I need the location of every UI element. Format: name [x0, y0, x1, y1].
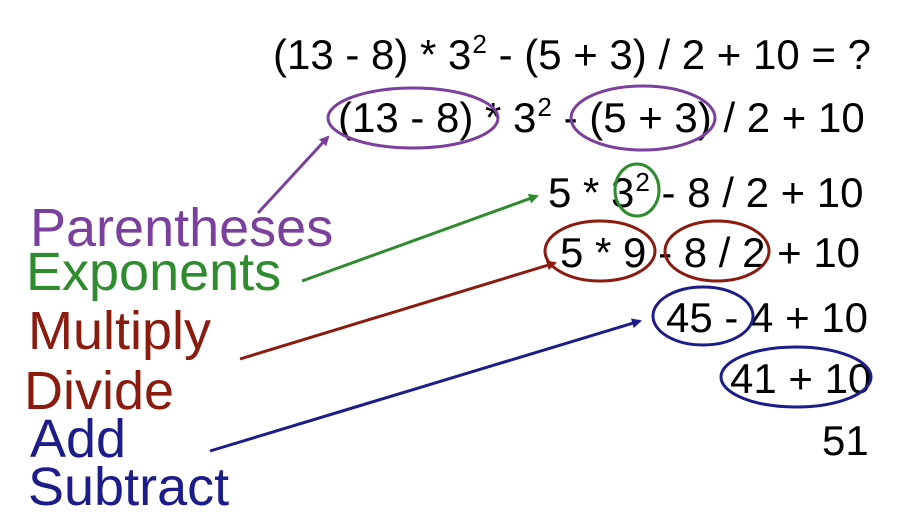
step-3-expression: 5 * 32 - 8 / 2 + 10 [548, 169, 864, 216]
step-3-pre: 5 * 3 [548, 169, 635, 216]
label-subtract: Subtract [28, 457, 230, 517]
step-6-expression: 41 + 10 [730, 355, 872, 402]
step-7-result: 51 [822, 417, 869, 464]
step-2-exponent: 2 [537, 92, 552, 122]
step-1-expression: (13 - 8) * 32 - (5 + 3) / 2 + 10 = ? [273, 31, 871, 78]
arrow-multiply-divide [239, 260, 557, 361]
label-exponents: Exponents [26, 242, 282, 302]
step-1-exponent: 2 [472, 29, 487, 59]
label-add: Add [30, 409, 127, 469]
step-1-post: - (5 + 3) / 2 + 10 = ? [498, 31, 871, 78]
step-2-expression: (13 - 8) * 32 - (5 + 3) / 2 + 10 [338, 94, 865, 141]
step-5-expression: 45 - 4 + 10 [666, 294, 868, 341]
step-2-post: - (5 + 3) / 2 + 10 [563, 94, 865, 141]
step-3-post: - 8 / 2 + 10 [661, 169, 864, 216]
label-divide: Divide [24, 361, 175, 421]
step-1-pre: (13 - 8) * 3 [273, 31, 472, 78]
label-multiply: Multiply [28, 301, 212, 361]
step-2-pre: (13 - 8) * 3 [338, 94, 537, 141]
step-4-expression: 5 * 9 - 8 / 2 + 10 [560, 229, 861, 276]
arrow-add-subtract [209, 318, 642, 453]
arrow-exponents [301, 194, 539, 283]
step-3-exponent: 2 [635, 167, 650, 197]
